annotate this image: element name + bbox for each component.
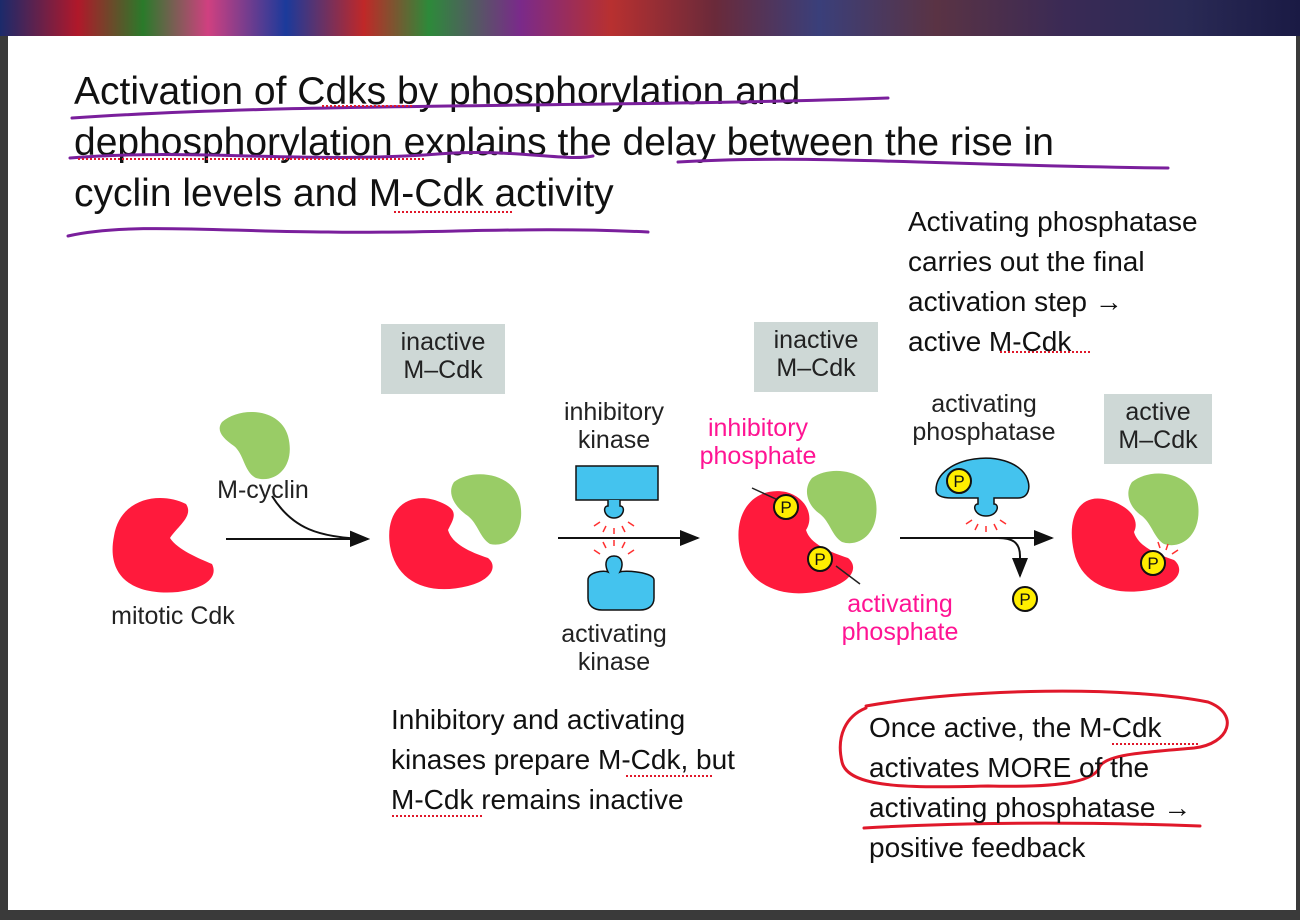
activating-phosphate-label: activating phosphate [841, 590, 959, 646]
released-phosphate: P [1010, 584, 1040, 619]
inhibitory-phosphate-circle: P [771, 492, 801, 527]
active-complex-cyclin [1128, 473, 1199, 546]
activating-phosphate-pointer [835, 565, 861, 585]
cdk-complex-1-cdk [389, 498, 493, 590]
active-mcdk-text: active M–Cdk [1118, 398, 1198, 454]
spellcheck-underlines [78, 105, 1200, 817]
cdk-complex-2-cyclin [806, 470, 877, 544]
mitotic-cdk-label: mitotic Cdk [111, 602, 235, 630]
activating-kinase-shape [587, 555, 655, 611]
inhibitory-kinase-site [603, 500, 625, 519]
active-phosphate-circle: P [1138, 548, 1168, 583]
positive-feedback-callout: Once active, the M-Cdk activates MORE of… [869, 712, 1192, 863]
phosphate-p-4: P [1019, 590, 1030, 609]
phosphatase-sparks [965, 519, 1007, 532]
activating-phosphate-circle: P [805, 544, 835, 579]
cdk-complex-1-cyclin [451, 474, 522, 545]
phosphate-release-arrow [997, 537, 1028, 578]
phosphatase-callout: Activating phosphatase carries out the f… [908, 206, 1198, 357]
active-site-sparks [1157, 541, 1179, 555]
phosphatase-bound-phosphate: P [944, 466, 974, 501]
inactive-mcdk-text-2: inactive M–Cdk [773, 326, 859, 382]
slide: Activation of Cdks by phosphorylation an… [8, 36, 1296, 910]
slide-title: Activation of Cdks by phosphorylation an… [74, 70, 1054, 215]
title-annotation-underlines [66, 96, 1170, 238]
phosphate-p-3: P [953, 472, 964, 491]
inhibitory-kinase-sparks [593, 521, 635, 534]
inactive-mcdk-text-1: inactive M–Cdk [400, 328, 486, 384]
phosphate-p-5: P [1147, 554, 1158, 573]
activating-kinase-label: activating kinase [561, 620, 667, 676]
activating-kinase-sparks [593, 540, 635, 555]
inactive-mcdk-label-1: inactive M–Cdk [381, 324, 505, 394]
feedback-annotation-circle [838, 689, 1229, 789]
feedback-annotation-underline [862, 821, 1202, 830]
phosphate-p-1: P [780, 498, 791, 517]
inhibitory-phosphate-pointer [751, 487, 779, 501]
inhibitory-phosphate-label: inhibitory phosphate [699, 414, 817, 470]
inactive-mcdk-label-2: inactive M–Cdk [754, 322, 878, 392]
active-mcdk-label: active M–Cdk [1104, 394, 1212, 464]
mitotic-cdk-shape [112, 497, 214, 593]
m-cyclin-label: M-cyclin [217, 476, 309, 504]
inhibitory-kinase-shape [575, 465, 659, 501]
inhibitory-kinase-label: inhibitory kinase [563, 398, 665, 454]
activating-phosphatase-label: activating phosphatase [912, 390, 1056, 446]
phosphate-p-2: P [814, 550, 825, 569]
decorative-header-banner [0, 0, 1300, 36]
kinase-prep-callout: Inhibitory and activating kinases prepar… [391, 704, 735, 815]
m-cyclin-shape [219, 411, 290, 480]
